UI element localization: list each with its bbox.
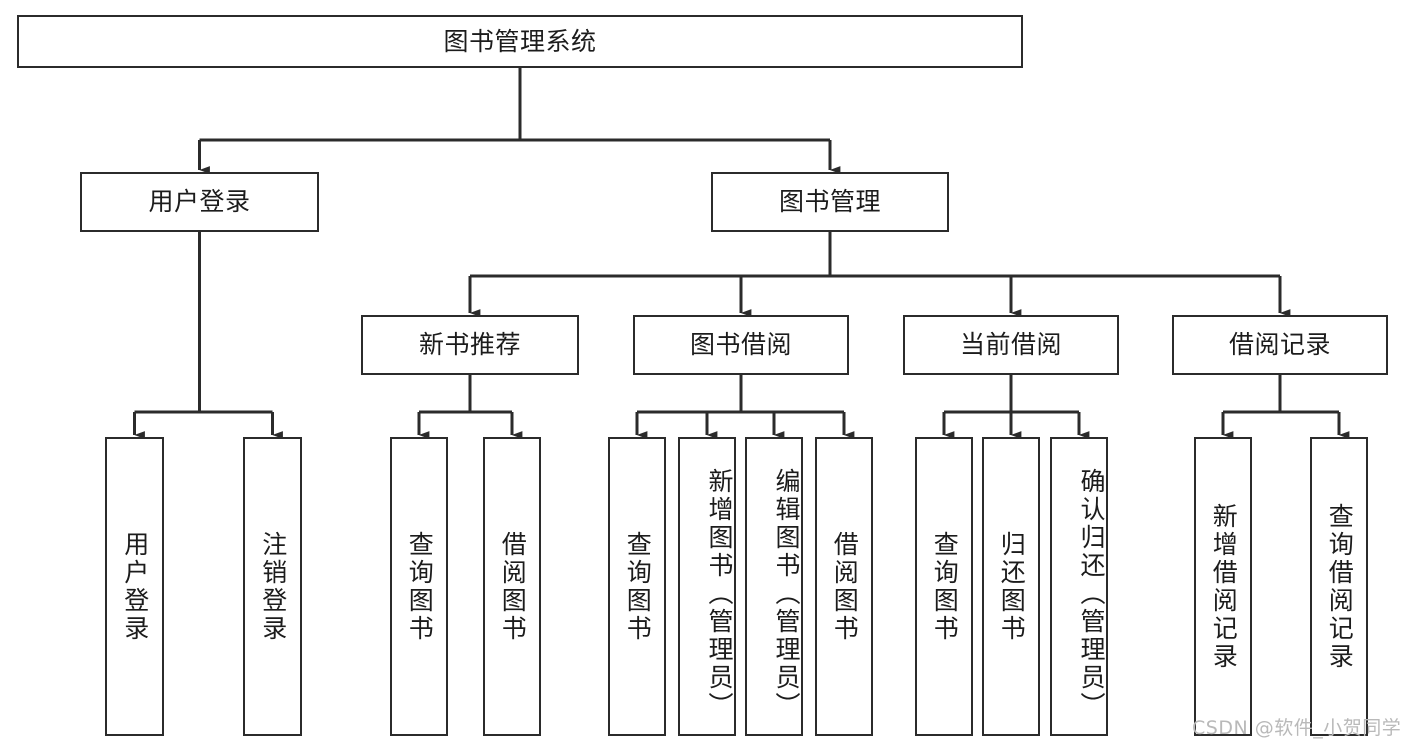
node-label: 新增图书（管理员） [705,467,734,720]
node-label: 确认归还（管理员） [1077,467,1106,720]
node-leaf-6[interactable]: 编辑图书（管理员） [745,437,803,736]
node-label: 用户登录 [120,530,150,643]
node-leaf-5[interactable]: 新增图书（管理员） [678,437,736,736]
node-level3-2[interactable]: 当前借阅 [903,315,1119,375]
node-label: 归还图书 [997,530,1027,643]
node-leaf-4[interactable]: 查询图书 [608,437,666,736]
node-leaf-3[interactable]: 借阅图书 [483,437,541,736]
node-label: 图书管理 [778,187,881,217]
node-level3-0[interactable]: 新书推荐 [361,315,579,375]
node-leaf-11[interactable]: 新增借阅记录 [1194,437,1252,736]
node-label: 借阅记录 [1228,330,1331,360]
node-level2-1[interactable]: 图书管理 [711,172,949,232]
node-leaf-0[interactable]: 用户登录 [105,437,164,736]
node-label: 借阅图书 [498,530,528,643]
node-leaf-10[interactable]: 确认归还（管理员） [1050,437,1108,736]
node-leaf-2[interactable]: 查询图书 [390,437,448,736]
node-label: 注销登录 [258,530,288,643]
node-label: 新书推荐 [418,330,521,360]
node-label: 图书借阅 [689,330,792,360]
node-label: 查询借阅记录 [1325,502,1355,671]
node-label: 查询图书 [623,530,653,643]
node-level3-3[interactable]: 借阅记录 [1172,315,1388,375]
node-label: 新增借阅记录 [1209,502,1239,671]
node-level3-1[interactable]: 图书借阅 [633,315,849,375]
node-leaf-8[interactable]: 查询图书 [915,437,973,736]
node-label: 查询图书 [930,530,960,643]
node-label: 用户登录 [148,187,251,217]
node-leaf-7[interactable]: 借阅图书 [815,437,873,736]
node-leaf-12[interactable]: 查询借阅记录 [1310,437,1368,736]
node-label: 查询图书 [405,530,435,643]
node-label: 图书管理系统 [443,26,597,56]
node-level2-0[interactable]: 用户登录 [80,172,319,232]
node-label: 当前借阅 [959,330,1062,360]
node-root[interactable]: 图书管理系统 [17,15,1023,68]
node-leaf-9[interactable]: 归还图书 [982,437,1040,736]
node-leaf-1[interactable]: 注销登录 [243,437,302,736]
csdn-watermark: CSDN @软件_小贺同学 [1192,717,1402,739]
node-label: 编辑图书（管理员） [772,467,801,720]
node-label: 借阅图书 [830,530,860,643]
